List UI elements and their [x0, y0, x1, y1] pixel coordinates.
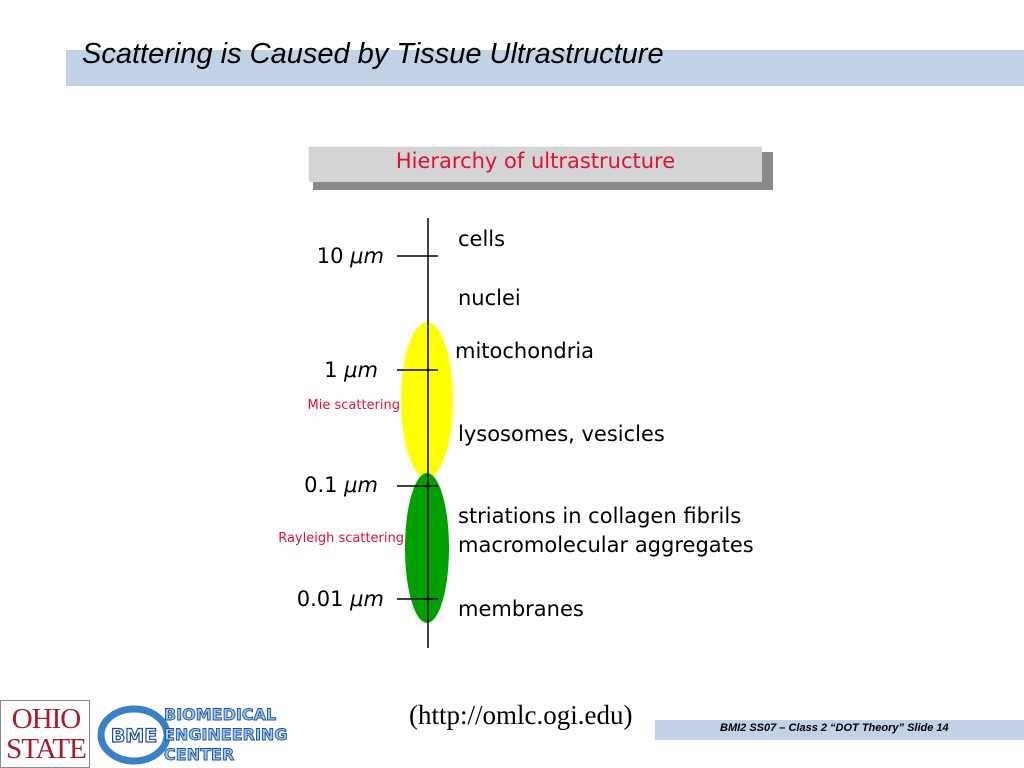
structure-label: macromolecular aggregates: [458, 533, 754, 557]
structure-label: mitochondria: [455, 339, 594, 363]
mie-region: [401, 322, 453, 478]
logo-text: STATE: [6, 733, 87, 765]
ohio-state-logo: OHIO STATE: [0, 700, 90, 768]
rayleigh-region: [405, 473, 449, 623]
slide-title: Scattering is Caused by Tissue Ultrastru…: [82, 38, 664, 70]
tick-label-1um: 1 μm: [324, 358, 378, 382]
title-band: [66, 50, 1024, 86]
structure-label: cells: [458, 227, 505, 251]
mie-scattering-label: Mie scattering: [308, 398, 401, 413]
structure-label: lysosomes, vesicles: [458, 422, 665, 446]
logo-text: OHIO: [11, 703, 82, 735]
footer-band: [655, 720, 1024, 740]
tick-label-0-01um: 0.01 μm: [297, 587, 384, 611]
bme-name-line: ENGINEERING: [164, 725, 287, 744]
structure-label: membranes: [458, 597, 584, 621]
source-url: (http://omlc.ogi.edu): [409, 700, 633, 730]
bme-ring-icon: [97, 705, 171, 765]
slide-footer: BMI2 SS07 – Class 2 “DOT Theory” Slide 1…: [720, 722, 949, 734]
bme-logo: BME BIOMEDICAL ENGINEERING CENTER: [97, 705, 288, 765]
bme-name-line: CENTER: [164, 745, 234, 764]
bme-name-line: BIOMEDICAL: [164, 705, 276, 724]
figure-header-text: Hierarchy of ultrastructure: [395, 149, 676, 173]
tick-label-10um: 10 μm: [317, 244, 384, 268]
structure-label: nuclei: [458, 286, 521, 310]
tick-label-0-1um: 0.1 μm: [304, 473, 378, 497]
bme-mark: BME: [111, 725, 157, 747]
rayleigh-scattering-label: Rayleigh scattering: [278, 531, 404, 546]
figure-header: Hierarchy of ultrastructure: [308, 146, 762, 182]
structure-label: striations in collagen fibrils: [458, 504, 741, 528]
